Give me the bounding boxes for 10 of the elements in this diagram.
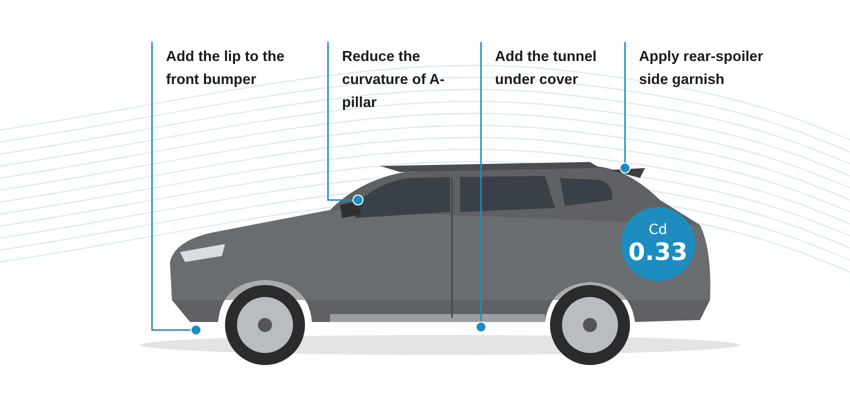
callout-text: Reduce the curvature of A-pillar (342, 48, 446, 113)
leader-line (620, 42, 630, 174)
coefficient-value: 0.33 (628, 238, 688, 266)
leader-line (327, 42, 364, 206)
callout-text: Apply rear-spoiler side garnish (639, 48, 764, 90)
callout-text: Add the tunnel under cover (495, 48, 598, 90)
callout-text: Add the lip to the front bumper (166, 48, 286, 90)
leader-line (476, 42, 486, 332)
coefficient-label: Cd (648, 222, 668, 238)
leader-line (151, 42, 202, 336)
